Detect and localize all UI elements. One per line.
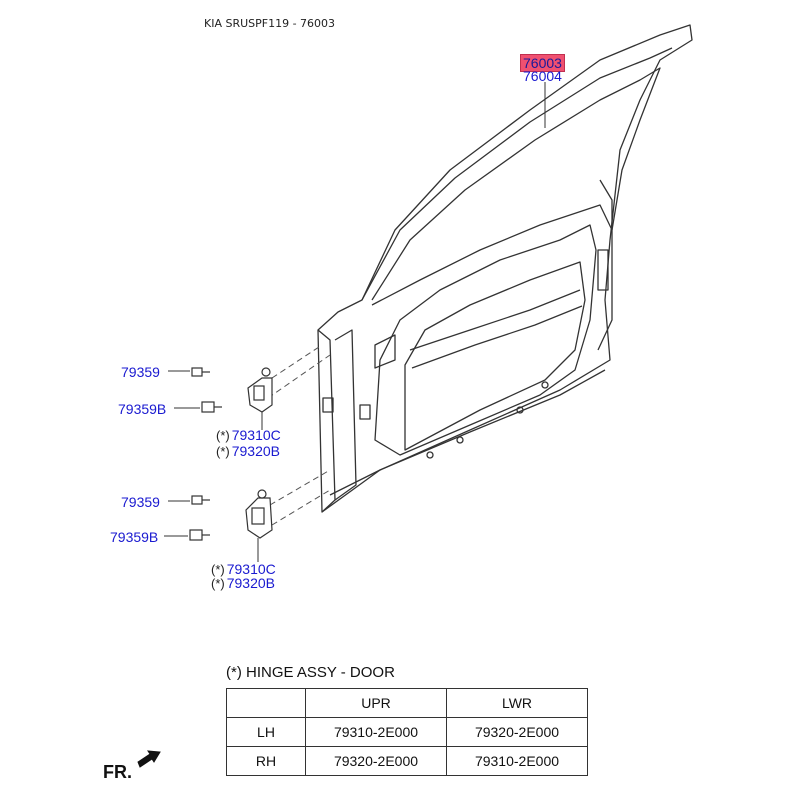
hinge-face xyxy=(317,329,336,513)
bottom-edge xyxy=(329,369,606,496)
table-cell: LH xyxy=(226,717,306,747)
hinge-face-inner xyxy=(334,329,357,501)
table-cell[interactable]: 79310-2E000 xyxy=(446,746,588,776)
callout-lower-79359[interactable]: 79359 xyxy=(121,494,160,510)
callout-upper-79359b[interactable]: 79359B xyxy=(118,401,167,417)
callout-lower-79359b[interactable]: 79359B xyxy=(110,529,159,545)
window-frame-belt xyxy=(371,204,613,306)
assembly-line-3 xyxy=(269,469,331,506)
rear-edge xyxy=(597,179,613,351)
diagram-header: KIA SRUSPF119 - 76003 xyxy=(204,17,336,30)
panel-hole-2 xyxy=(359,404,371,420)
assembly-line-4 xyxy=(271,489,331,526)
callout-upper-79310c[interactable]: (*)79310C xyxy=(216,427,281,443)
table-header-cell: UPR xyxy=(305,688,447,718)
table-title: (*) HINGE ASSY - DOOR xyxy=(226,664,395,681)
table-cell[interactable]: 79320-2E000 xyxy=(305,746,447,776)
hinge-assy-table: UPR LWR LH 79310-2E000 79320-2E000 RH 79… xyxy=(226,688,588,776)
rear-latch xyxy=(597,249,609,291)
star-mark: (*) xyxy=(211,562,225,577)
panel-hole-4 xyxy=(456,436,464,444)
front-direction-label: FR. xyxy=(103,762,132,782)
window-frame-inner xyxy=(371,67,661,301)
upper-bolt-1 xyxy=(191,367,203,377)
mirror-mount xyxy=(374,334,396,369)
star-mark: (*) xyxy=(216,428,230,443)
panel-hole-5 xyxy=(426,451,434,459)
inner-panel-ledge xyxy=(404,261,586,451)
table-row: RH 79320-2E000 79310-2E000 xyxy=(226,746,588,776)
callout-lower-79310c[interactable]: (*)79310C xyxy=(211,561,276,577)
inner-panel-opening xyxy=(374,224,597,456)
assembly-line-2 xyxy=(267,354,331,399)
callout-upper-79359[interactable]: 79359 xyxy=(121,364,160,380)
table-cell[interactable]: 79310-2E000 xyxy=(305,717,447,747)
upper-bolt-2 xyxy=(201,401,215,413)
callout-upper-79320b[interactable]: (*)79320B xyxy=(216,443,280,459)
arrow-icon xyxy=(137,750,161,768)
door-outer-outline xyxy=(317,24,693,513)
star-mark: (*) xyxy=(211,576,225,591)
lower-bolt-2 xyxy=(189,529,203,541)
table-row: LH 79310-2E000 79320-2E000 xyxy=(226,717,588,747)
window-frame-outer xyxy=(361,47,673,301)
inner-panel-rail-2 xyxy=(411,305,583,369)
table-header-cell: LWR xyxy=(446,688,588,718)
assembly-line-1 xyxy=(271,344,323,379)
table-header-cell xyxy=(226,688,306,718)
panel-hole-3 xyxy=(516,406,524,414)
lower-bolt-1 xyxy=(191,495,203,505)
callout-lower-79320b[interactable]: (*)79320B xyxy=(211,575,275,591)
table-cell: RH xyxy=(226,746,306,776)
panel-hole-6 xyxy=(541,381,549,389)
table-cell[interactable]: 79320-2E000 xyxy=(446,717,588,747)
callout-76003[interactable]: 76003 xyxy=(520,54,565,72)
inner-panel-rail xyxy=(409,289,581,351)
star-mark: (*) xyxy=(216,444,230,459)
panel-hole-1 xyxy=(322,397,334,413)
callout-76004[interactable]: 76004 xyxy=(523,68,562,84)
table-header-row: UPR LWR xyxy=(226,688,588,718)
